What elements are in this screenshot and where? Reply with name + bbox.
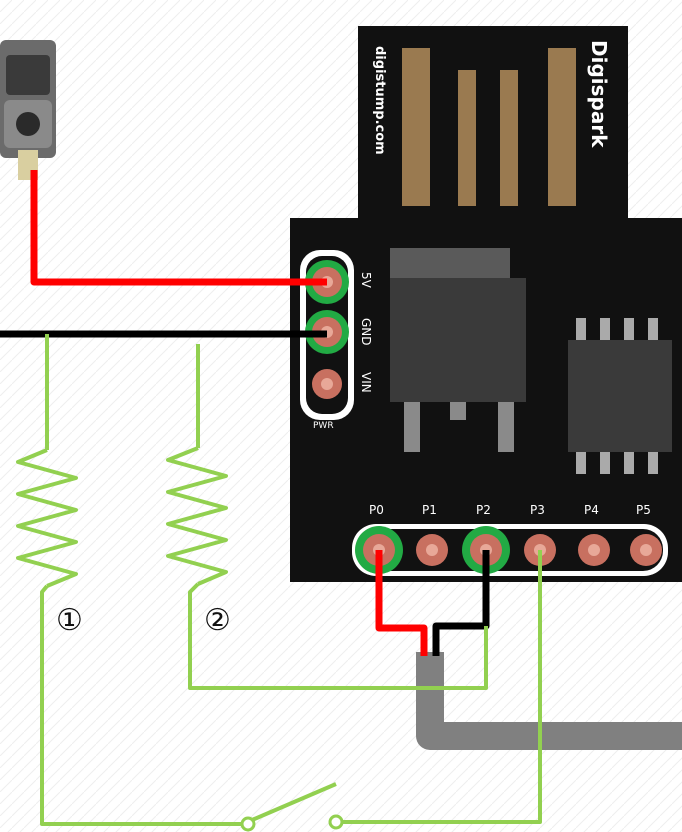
resistor-2-label: ②: [204, 603, 231, 638]
voltage-regulator: [390, 248, 526, 452]
usb-contact: [458, 70, 476, 206]
red-wire-5v: [30, 170, 327, 286]
pin-label-vin: VIN: [359, 372, 373, 393]
green-wire-r2-p2: [188, 582, 488, 690]
green-wire-p3-switch: [340, 550, 542, 824]
pin-label-p3: P3: [530, 503, 545, 517]
brand-label: Digispark: [587, 40, 611, 148]
gray-cable: [416, 652, 682, 750]
resistor-1: [16, 448, 78, 588]
pin-label-p1: P1: [422, 503, 437, 517]
black-wire-p2: [432, 550, 490, 656]
pin-label-gnd: GND: [359, 318, 373, 346]
usb-contact: [402, 48, 430, 206]
switch-contact: [240, 816, 256, 832]
attiny-chip: [568, 318, 672, 474]
pin-label-p5: P5: [636, 503, 651, 517]
red-wire-p0: [375, 550, 428, 656]
usb-contact: [548, 48, 576, 206]
pin-label-p4: P4: [584, 503, 599, 517]
pwr-label: PWR: [313, 421, 334, 431]
green-wire-r1-switch: [40, 584, 248, 826]
switch-lever: [251, 782, 337, 822]
resistor-2: [166, 446, 228, 586]
pin-label-5v: 5V: [359, 272, 373, 289]
pin-label-p0: P0: [369, 503, 384, 517]
website-label: digistump.com: [372, 46, 387, 155]
resistor-1-label: ①: [56, 603, 83, 638]
digispark-board: Digispark digistump.com: [290, 26, 682, 582]
pin-label-p2: P2: [476, 503, 491, 517]
usb-contact: [500, 70, 518, 206]
switch-contact: [328, 814, 344, 830]
